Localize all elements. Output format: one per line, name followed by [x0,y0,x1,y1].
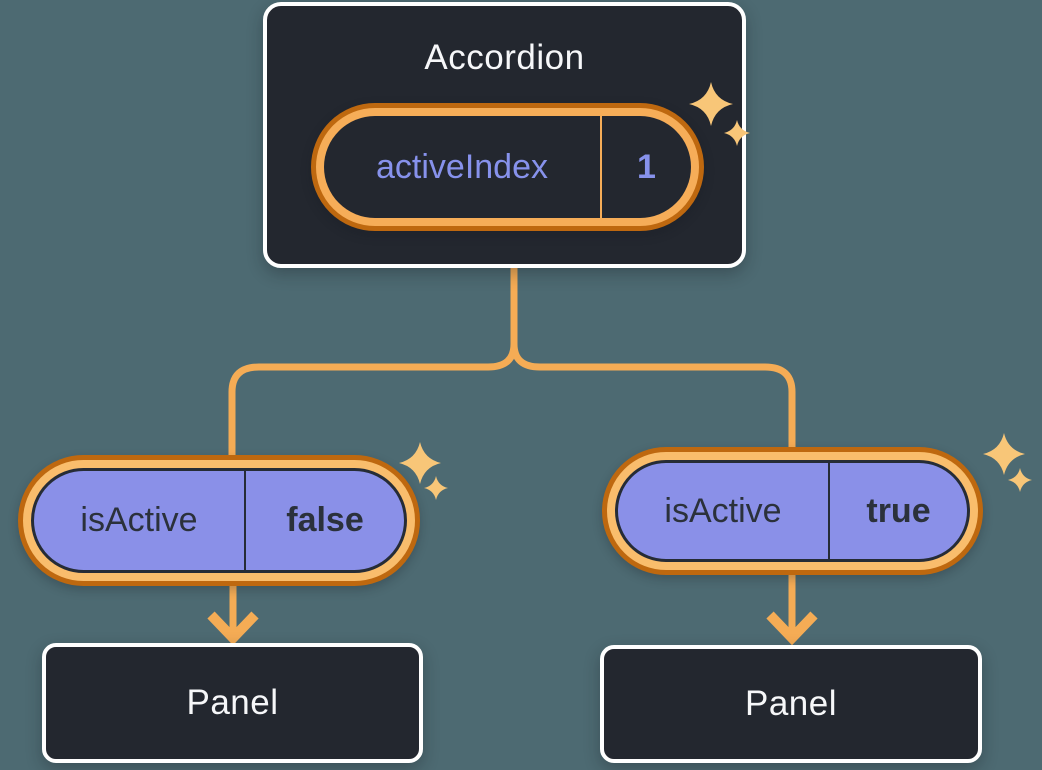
panel-label: Panel [186,683,279,722]
state-pill: activeIndex 1 [311,103,704,231]
state-key: activeIndex [376,147,548,186]
pill-divider [600,116,602,218]
accordion-title: Accordion [424,38,585,77]
panel-card-right: Panel [600,645,982,763]
prop-value: false [286,501,364,539]
prop-pill-left: isActive false [18,455,420,586]
prop-pill-right: isActive true [602,447,983,575]
pill-divider [828,463,830,559]
prop-key: isActive [664,491,782,530]
pill-divider [244,471,246,570]
tree-connector-left [228,266,518,458]
arrow-down-icon [207,611,259,646]
state-pill-core: activeIndex 1 [324,116,691,218]
prop-key: isActive [80,501,198,539]
prop-pill-core: isActive false [31,468,407,573]
arrow-down-icon [766,611,818,646]
prop-value: true [866,491,931,530]
prop-pill-core: isActive true [615,460,970,562]
panel-label: Panel [744,684,838,723]
state-value: 1 [637,147,656,186]
tree-connector-right [510,266,796,450]
panel-card-left: Panel [42,643,423,763]
